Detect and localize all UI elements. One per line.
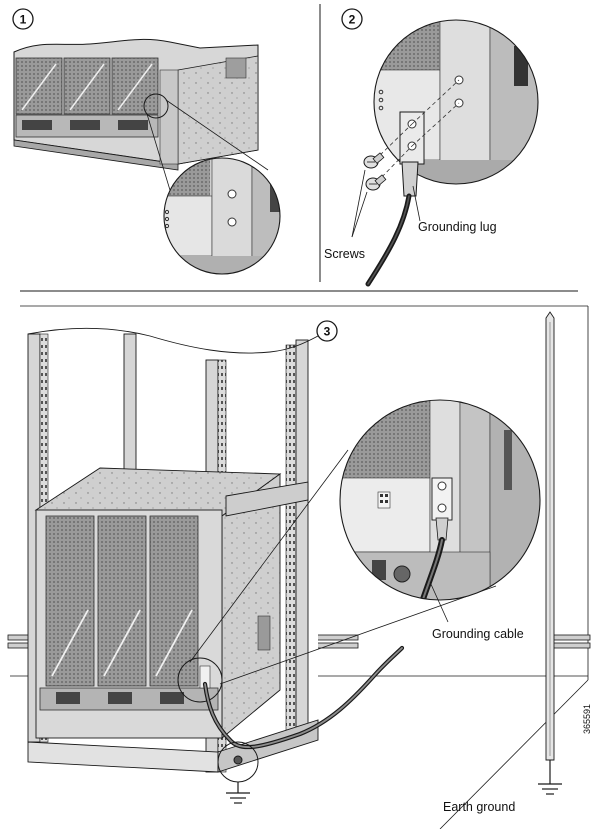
chassis-step-3 xyxy=(34,467,309,739)
magnified-ground-point-2 xyxy=(373,19,539,185)
magnified-ground-point-3 xyxy=(339,399,541,601)
panel-step-1: 1 xyxy=(12,8,281,275)
ground-point-marker xyxy=(143,93,169,119)
panel-step-3: 3 xyxy=(7,305,592,829)
step-1-number: 1 xyxy=(20,13,27,27)
step-2-number: 2 xyxy=(349,13,356,27)
grounding-lug-assembly xyxy=(365,79,460,287)
chassis-step-1 xyxy=(13,38,259,171)
figure-id: 365591 xyxy=(582,704,592,734)
screw-upper xyxy=(363,152,385,169)
earth-ground-label: Earth ground xyxy=(443,800,515,814)
step-1-badge xyxy=(12,8,34,30)
screws-label: Screws xyxy=(324,247,365,261)
grounding-cable-label: Grounding cable xyxy=(432,627,524,641)
step-3-badge xyxy=(316,320,338,342)
screw-lower xyxy=(365,174,387,191)
grounding-lug-label: Grounding lug xyxy=(418,220,497,234)
ground-symbol-rack xyxy=(226,782,250,804)
magnified-ground-point-1 xyxy=(163,157,281,275)
chassis-ground-point-marker xyxy=(177,657,223,703)
ground-symbol-earth xyxy=(538,760,562,795)
earth-ground-rod xyxy=(538,311,562,795)
step-2-badge xyxy=(341,8,363,30)
panel-step-2: 2 xyxy=(324,8,539,287)
step-3-number: 3 xyxy=(324,325,331,339)
